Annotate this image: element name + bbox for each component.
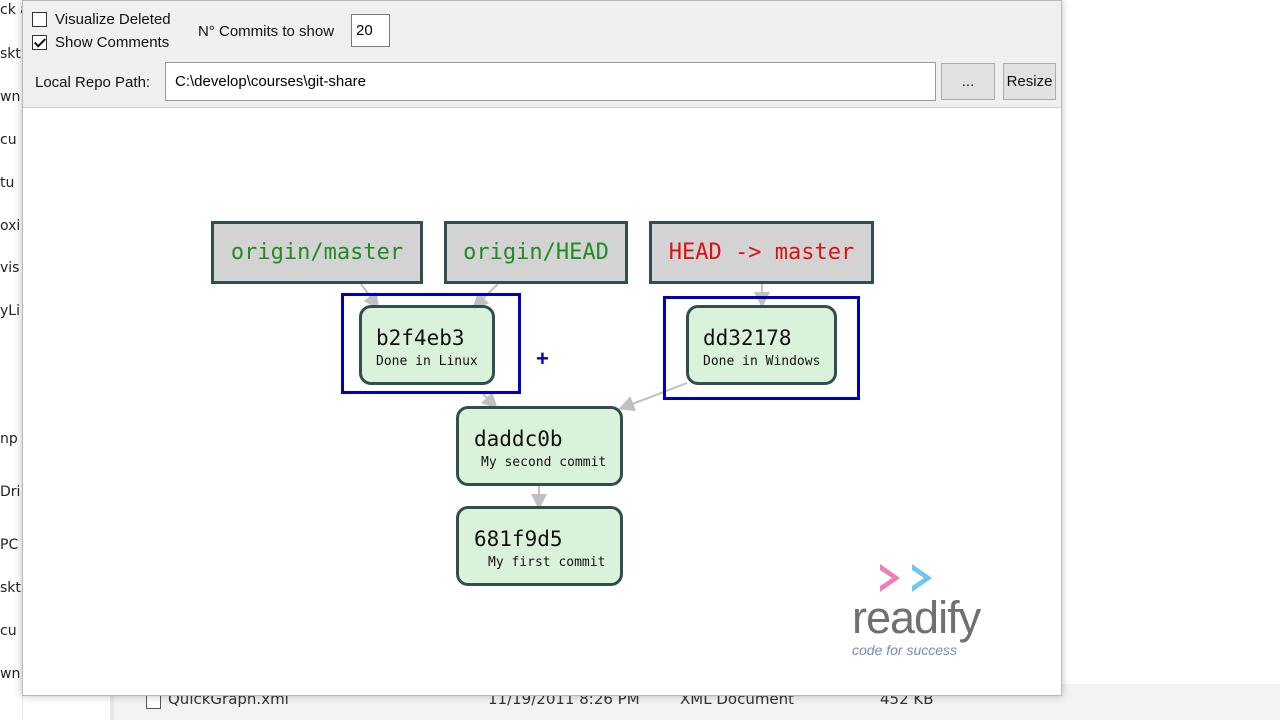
ref-label: HEAD -> master	[668, 240, 855, 265]
git-visualizer-window: Visualize Deleted Show Comments N° Commi…	[22, 0, 1062, 696]
sidebar-fragment: yLi	[0, 303, 20, 319]
checkbox-box[interactable]	[32, 12, 47, 27]
repo-path-label: Local Repo Path:	[35, 74, 151, 91]
ref-label: origin/master	[230, 240, 404, 265]
sidebar-fragment: vis	[0, 260, 20, 276]
logo-tagline: code for success	[852, 642, 958, 658]
sidebar-fragment: cu	[0, 132, 17, 148]
logo-wordmark: readify	[852, 592, 981, 643]
file-row-checkbox[interactable]	[146, 694, 161, 709]
visualize-deleted-label: Visualize Deleted	[55, 11, 171, 28]
commit-node-dd32178[interactable]: dd32178 Done in Windows	[686, 305, 837, 385]
graph-canvas[interactable]: origin/master origin/HEAD HEAD -> master…	[23, 108, 1061, 695]
commit-sha: b2f4eb3	[376, 326, 465, 350]
show-comments-checkbox[interactable]: Show Comments	[32, 34, 169, 51]
commit-node-681f9d5[interactable]: 681f9d5 My first commit	[456, 506, 623, 586]
checkbox-box[interactable]	[32, 35, 47, 50]
commits-count-label: N° Commits to show	[198, 23, 335, 40]
edge-dd32178-to-daddc0b	[618, 382, 688, 412]
sidebar-fragment: np	[0, 431, 18, 447]
commit-sha: dd32178	[703, 326, 792, 350]
ref-origin-master[interactable]: origin/master	[211, 221, 423, 284]
sidebar-fragment: skt	[0, 46, 21, 62]
commit-node-b2f4eb3[interactable]: b2f4eb3 Done in Linux	[359, 305, 495, 385]
ref-head-master[interactable]: HEAD -> master	[649, 221, 874, 284]
plus-marker: +	[536, 346, 549, 371]
commit-message: Done in Linux	[376, 354, 478, 369]
sidebar-fragment: skt	[0, 580, 21, 596]
sidebar-fragment: tu	[0, 175, 15, 191]
sidebar-fragment: cu	[0, 623, 17, 639]
ref-label: origin/HEAD	[463, 240, 609, 265]
selection-box-b2f4eb3	[341, 293, 521, 394]
repo-path-input[interactable]	[165, 62, 936, 101]
show-comments-label: Show Comments	[55, 34, 170, 51]
browse-button[interactable]: ...	[941, 63, 995, 100]
sidebar-fragment: wn	[0, 89, 21, 105]
visualize-deleted-checkbox[interactable]: Visualize Deleted	[32, 11, 171, 28]
commit-sha: daddc0b	[474, 427, 563, 451]
chevrons-icon	[880, 564, 932, 592]
sidebar-fragment: oxi	[0, 218, 21, 234]
commit-node-daddc0b[interactable]: daddc0b My second commit	[456, 406, 623, 486]
commit-message: My second commit	[481, 455, 607, 470]
commits-count-input[interactable]	[351, 14, 390, 47]
sidebar-fragment: Dri	[0, 484, 21, 500]
resize-button[interactable]: Resize	[1003, 63, 1056, 100]
sidebar-fragment: ck a	[0, 2, 29, 18]
toolbar: Visualize Deleted Show Comments N° Commi…	[23, 1, 1061, 108]
selection-box-dd32178	[663, 296, 860, 400]
sidebar-fragment: wn	[0, 666, 21, 682]
edge-b2f4eb3-to-daddc0b	[480, 391, 498, 409]
commit-message: Done in Windows	[703, 354, 821, 369]
background-explorer-sidebar: ck a skt wn cu tu oxi vis yLi np Dri PC …	[0, 0, 29, 720]
readify-logo: readify code for success	[848, 560, 1028, 660]
commit-message: My first commit	[488, 555, 606, 570]
sidebar-fragment: PC	[0, 537, 19, 553]
ref-origin-head[interactable]: origin/HEAD	[444, 221, 628, 284]
commit-sha: 681f9d5	[474, 527, 563, 551]
